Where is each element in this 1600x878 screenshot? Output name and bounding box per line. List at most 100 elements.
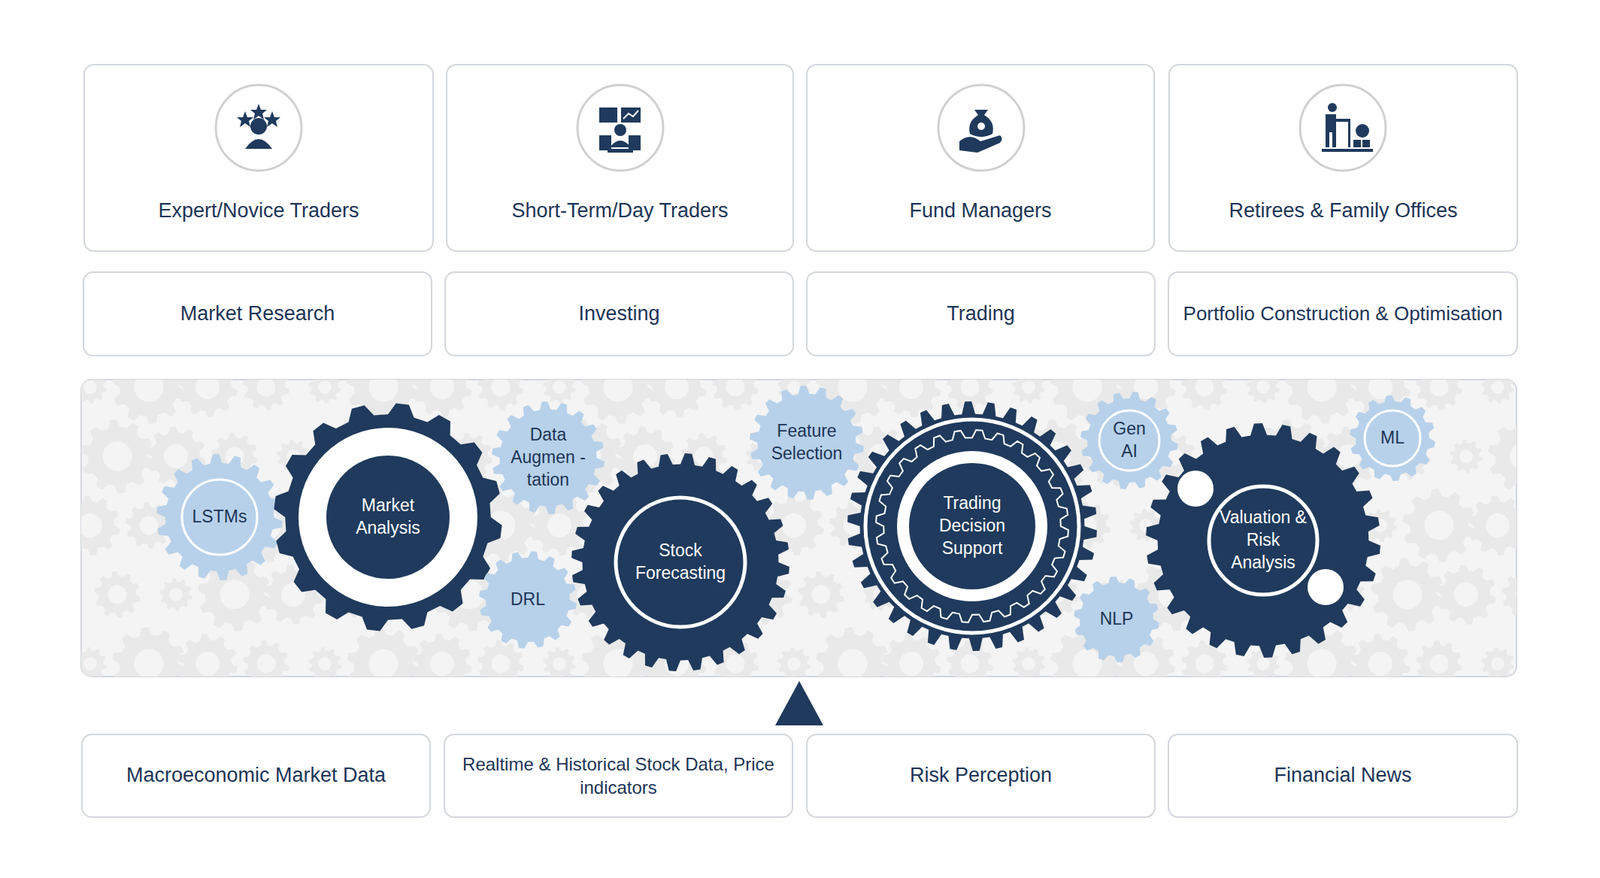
texture-hole [1072,648,1102,677]
texture-hole [726,379,746,397]
texture-gear [1402,488,1476,563]
expert-icon [236,103,281,149]
inner-gear [875,430,1069,623]
texture-gear [1181,640,1228,677]
texture-gear [81,647,107,677]
texture-gear [242,379,290,411]
gear-ring [1099,410,1160,471]
audience-card: Fund Managers [806,63,1155,252]
gear-ring [1209,486,1318,595]
texture-hole [491,379,511,397]
texture-gear [308,379,342,404]
texture-gear [93,571,141,619]
gear-label: LSTMs [181,506,258,529]
texture-gear [777,647,811,677]
audience-card: Expert/Novice Traders [83,63,434,252]
texture-gear [177,379,237,418]
box-label: Trading [934,300,1028,328]
texture-gear [1467,495,1517,556]
texture-hole [899,379,924,400]
texture-hole [1392,579,1422,610]
gear-outline [749,385,864,500]
texture-hole [102,441,132,471]
texture-gear [1181,379,1228,411]
texture-hole [257,654,276,674]
label-box: Financial News [1167,733,1519,819]
card-label: Expert/Novice Traders [92,199,425,223]
gear-hub [326,455,450,579]
gear-outline [847,401,1097,652]
gear-outline [1080,391,1179,490]
gear-ring [615,497,746,628]
texture-hole [1490,657,1505,671]
texture-hole [1454,582,1479,607]
texture-hole [1490,380,1505,394]
texture-gear [112,627,185,677]
texture-hole [603,379,633,403]
texture-gear [81,379,107,404]
texture-hole [1256,380,1270,394]
texture-hole [1021,657,1036,671]
texture-hole [664,379,689,400]
texture-hole [1459,449,1473,464]
texture-hole [552,380,567,394]
texture-hole [960,379,980,397]
texture-hole [1306,648,1337,677]
texture-hole [1515,585,1517,605]
box-label: Realtime & Historical Stock Data, Price … [445,752,792,800]
texture-hole [837,648,867,677]
label-box: Investing [444,271,794,357]
gear-node: ML [1349,395,1436,482]
texture-hole [547,513,572,538]
texture-hole [787,380,801,394]
texture-gear [177,633,237,677]
fund-icon [959,109,1003,153]
gear-outline [273,403,502,631]
texture-hole [787,657,801,671]
gear-hub [909,463,1036,590]
gear-shape [273,403,503,632]
gear-label: NLP [1086,608,1147,631]
texture-hole [318,657,332,671]
gear-outline [1145,423,1381,658]
texture-hole [195,379,220,400]
gear-hole [1177,470,1214,507]
box-label: Investing [566,300,672,328]
gear-label: Market Analysis [339,494,437,540]
label-box: Realtime & Historical Stock Data, Price … [443,733,794,819]
texture-hole [1368,651,1393,676]
gear-band [81,379,1517,677]
texture-hole [899,651,924,676]
texture-gear [112,379,185,425]
texture-hole [133,648,164,677]
texture-hole [169,587,183,602]
gear-node: LSTMs [156,454,283,581]
texture-hole [139,516,159,536]
texture-gear [646,379,707,418]
gear-shape [1080,391,1179,490]
texture-gear [1487,419,1517,494]
texture-hole [781,513,807,538]
texture-gear [1449,439,1483,473]
gear-shape [571,453,790,672]
texture-hole [1072,379,1102,403]
gear-node: Gen AI [1080,391,1179,490]
texture-hole [368,379,398,403]
texture-hole [430,651,455,676]
texture-gear [159,578,193,612]
gear-node: DRL [478,551,577,649]
texture-gear [1284,379,1358,425]
gear-node: Market Analysis [273,403,503,632]
gear-label: Trading Decision Support [923,492,1022,561]
texture-gear [1481,379,1515,404]
texture-hole [552,657,567,671]
box-label: Portfolio Construction & Optimisation [1171,301,1516,328]
box-label: Macroeconomic Market Data [114,762,398,789]
texture-hole [1306,379,1337,403]
texture-gear [412,379,472,418]
texture-gear [81,495,121,556]
texture-gear [1370,557,1444,632]
texture-gear [542,647,576,677]
gear-label: DRL [493,588,562,612]
texture-gear [542,379,576,404]
